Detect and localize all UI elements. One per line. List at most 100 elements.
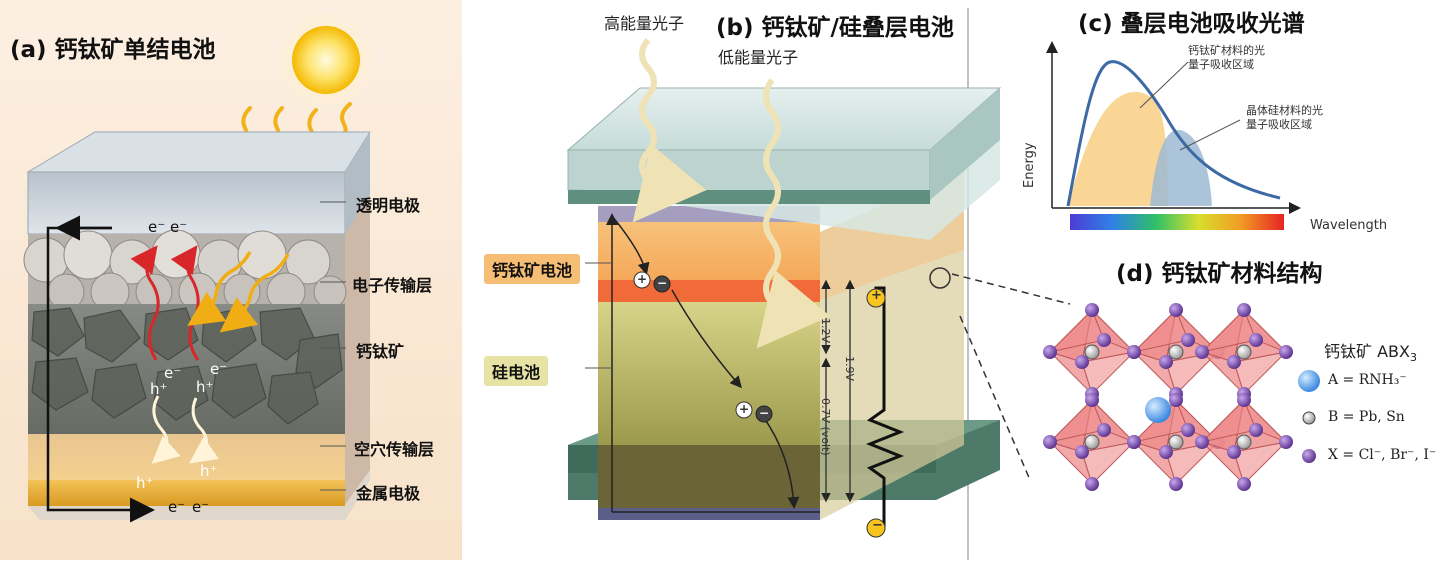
light-penetration-rays: [187, 251, 290, 333]
positive-terminal-label: +: [871, 288, 882, 303]
electron-symbol-mid-1: e⁻: [164, 364, 182, 382]
hole-symbol-bottom-1: h⁺: [136, 474, 154, 492]
label-perovskite: 钙钛矿: [356, 342, 405, 361]
hole-sign-top: +: [637, 272, 648, 286]
label-metal-electrode: 金属电极: [356, 484, 421, 503]
x-site-anion: [1237, 303, 1251, 317]
panel-c-title: (c) 叠层电池吸收光谱: [1078, 11, 1305, 37]
octahedron-face: [1048, 309, 1105, 353]
silicon-cell-tag: 硅电池: [484, 356, 549, 386]
formula-subscript: 3: [1409, 351, 1417, 365]
b-site-atom: [1236, 434, 1252, 450]
perovskite-absorption-annotation-2: 量子吸收区域: [1188, 58, 1254, 71]
leader-perovskite-absorption: [1139, 61, 1189, 109]
x-site-anion: [1043, 345, 1057, 359]
silicon-cell-bottom: [598, 445, 820, 520]
hole-carrier-top: [633, 271, 651, 289]
x-site-anion: [1085, 477, 1099, 491]
octahedron-face: [1165, 351, 1220, 395]
electron-symbol-top-1: e⁻: [148, 218, 166, 236]
x-site-anion: [1237, 393, 1251, 407]
internal-current-lines: [606, 213, 820, 513]
electron-symbol-mid-2: e⁻: [210, 360, 228, 378]
electron-symbol-top-2: e⁻: [170, 218, 188, 236]
hole-paths: [151, 395, 219, 464]
x-site-anion: [1195, 345, 1209, 359]
formula-label: 钙钛矿 ABX3: [1324, 338, 1417, 364]
negative-terminal: [866, 518, 886, 538]
device-bottom-edge: [28, 470, 370, 520]
low-energy-photon-label: 低能量光子: [718, 48, 799, 67]
x-site-anion: [1181, 333, 1195, 347]
transparent-electrode-layer: [27, 171, 346, 235]
octahedron-face: [1081, 441, 1136, 485]
perovskite-absorption-area: [1068, 91, 1168, 206]
x-site-anion: [1097, 423, 1111, 437]
low-energy-photon-ray: [756, 78, 831, 349]
x-site-anion: [1181, 423, 1195, 437]
hole-sign-bottom: +: [739, 402, 750, 416]
panel-b-title: (b) 钙钛矿/硅叠层电池: [716, 15, 954, 41]
device-side-face: [345, 150, 370, 505]
legend-x-label: X = Cl⁻, Br⁻, I⁻: [1328, 447, 1437, 463]
electron-carrier-bottom: [755, 405, 773, 423]
octahedron-face: [1081, 351, 1136, 395]
hole-symbol-mid-2: h⁺: [196, 378, 214, 396]
solar-spectrum-curve: [1066, 60, 1281, 207]
x-site-anion: [1127, 345, 1141, 359]
bottom-contact: [598, 508, 820, 520]
electron-carrier-top: [653, 275, 671, 293]
x-site-anion: [1075, 445, 1089, 459]
metal-electrode-layer: [28, 480, 345, 506]
electron-sign-top: −: [657, 276, 668, 290]
octahedron-face: [1132, 309, 1189, 353]
transparent-electrode-side: [345, 132, 370, 234]
octahedra-group: [1043, 303, 1293, 491]
hole-symbol-mid-1: h⁺: [150, 380, 168, 398]
x-site-anion: [1249, 333, 1263, 347]
label-electron-transport-layer: 电子传输层: [352, 276, 433, 295]
x-site-anion: [1237, 477, 1251, 491]
x-site-anion: [1227, 355, 1241, 369]
b-site-atom: [1084, 434, 1100, 450]
x-site-anion: [1279, 345, 1293, 359]
silicon-absorption-annotation-1: 晶体硅材料的光: [1246, 104, 1323, 117]
b-site-atom: [1236, 344, 1252, 360]
x-site-anion: [1227, 445, 1241, 459]
zoom-line-bottom: [959, 315, 1031, 481]
legend-b-label: B = Pb, Sn: [1328, 409, 1405, 425]
glass-cover-side: [930, 88, 1000, 200]
x-site-anion: [1085, 303, 1099, 317]
legend-a-label: A = RNH₃⁻: [1328, 372, 1407, 388]
spectrum-x-label: Wavelength: [1310, 218, 1388, 233]
x-site-anion: [1043, 435, 1057, 449]
legend-a-ball: [1298, 370, 1320, 392]
octahedron-face: [1048, 399, 1105, 443]
electron-symbol-bottom-1: e⁻: [168, 498, 186, 516]
x-site-anion: [1159, 355, 1173, 369]
electron-symbol-bottom-2: e⁻: [192, 498, 210, 516]
hole-transport-layer: [28, 434, 345, 480]
negative-terminal-label: −: [872, 518, 883, 533]
legend-b-ball: [1302, 411, 1316, 425]
load-resistor-wire: [865, 286, 905, 530]
x-site-anion: [1195, 435, 1209, 449]
x-site-anion: [1169, 303, 1183, 317]
high-energy-photon-ray: [632, 38, 707, 223]
label-hole-transport-layer: 空穴传输层: [354, 440, 435, 459]
x-site-anion: [1249, 423, 1263, 437]
sun-icon: [292, 26, 360, 94]
hole-symbol-bottom-2: h⁺: [200, 462, 218, 480]
leader-silicon-absorption: [1179, 119, 1241, 151]
wavelength-color-bar: [1070, 214, 1284, 230]
zoom-circle: [929, 267, 951, 289]
zoom-line-top: [951, 273, 1071, 305]
x-site-anion: [1169, 477, 1183, 491]
x-site-anion: [1075, 355, 1089, 369]
panel-a-title: (a) 钙钛矿单结电池: [10, 37, 216, 63]
a-site-cation: [1145, 397, 1171, 423]
legend-x-ball: [1302, 449, 1316, 463]
octahedron-face: [1233, 351, 1288, 395]
